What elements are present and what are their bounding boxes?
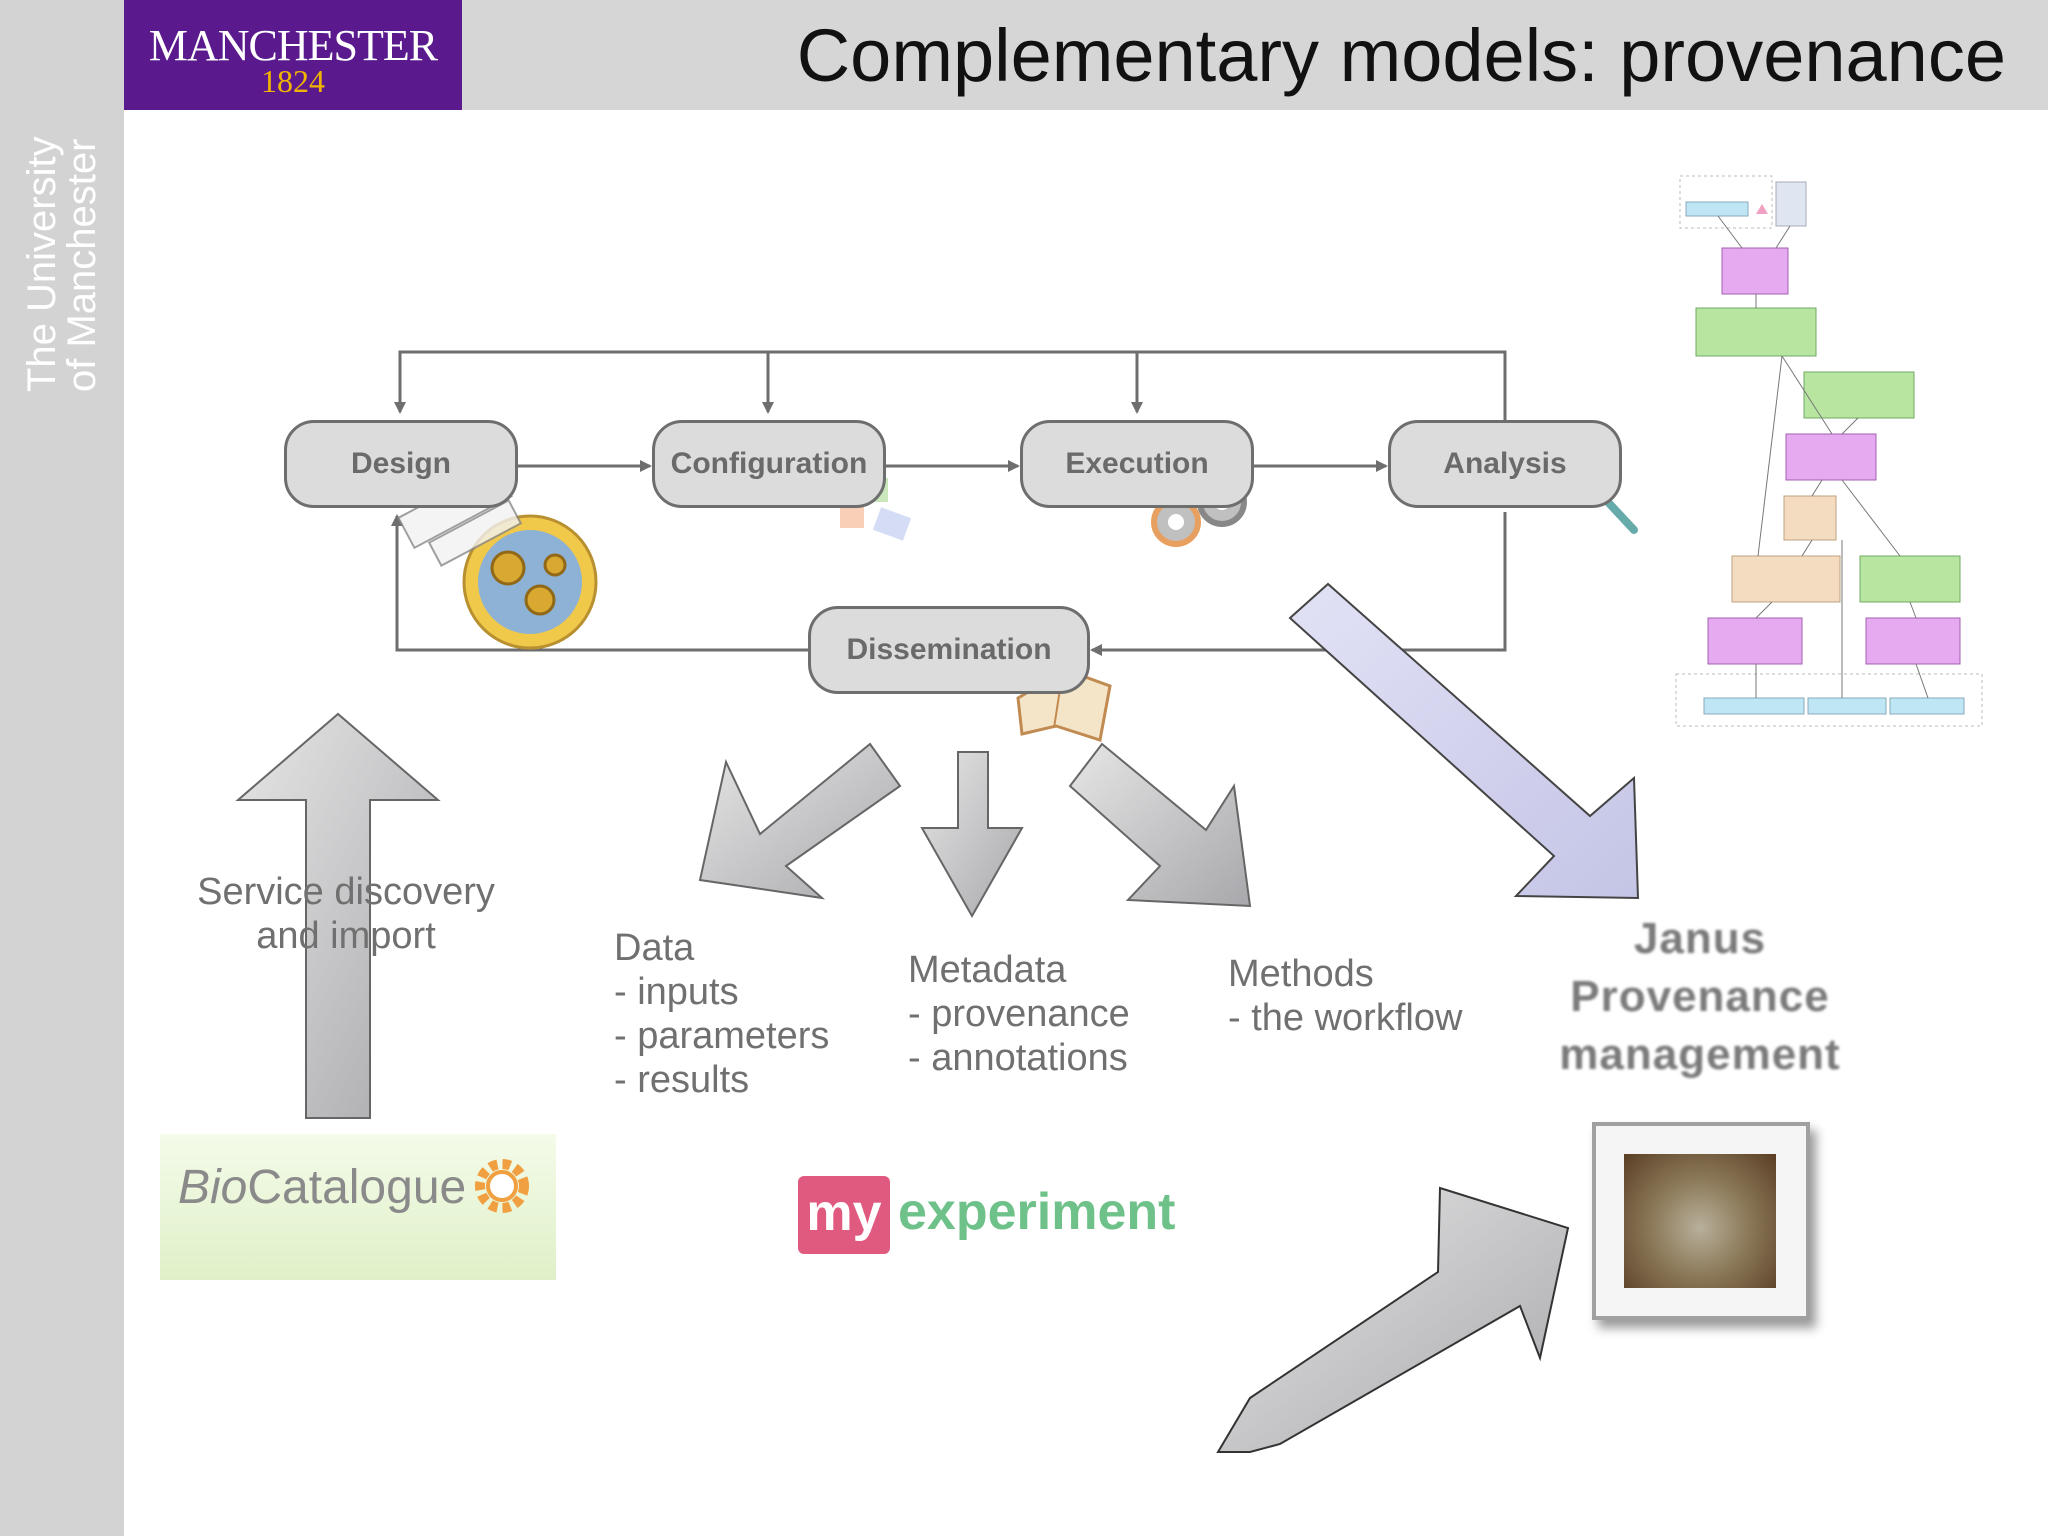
workflow-diagram-thumbnail: [1675, 175, 1983, 727]
methods-arrow: [1068, 742, 1252, 908]
janus-label: Janus Provenance management: [1520, 910, 1880, 1084]
janus-input-arrow: [1216, 1186, 1570, 1453]
metadata-line-1: Metadata: [908, 949, 1067, 991]
stage-execution: Execution: [1020, 420, 1254, 508]
stage-dissemination: Dissemination: [808, 606, 1090, 694]
metadata-line-2: - provenance: [908, 993, 1130, 1035]
janus-statue-image: [1624, 1154, 1776, 1288]
myexperiment-my: my: [798, 1176, 890, 1254]
biocatalogue-bio: Bio: [178, 1161, 248, 1214]
metadata-arrow: [920, 751, 1024, 919]
logo-name: MANCHESTER: [148, 21, 438, 70]
slide-title: Complementary models: provenance: [796, 14, 2006, 97]
janus-line-3: management: [1559, 1030, 1841, 1079]
stage-design: Design: [284, 420, 518, 508]
metadata-line-3: - annotations: [908, 1037, 1128, 1079]
sidebar: The University of Manchester: [0, 0, 124, 1536]
discovery-up-arrow: [235, 712, 441, 1119]
data-label: Data - inputs - parameters - results: [614, 926, 829, 1102]
methods-line-1: Methods: [1228, 953, 1374, 995]
design-gear-icon: [462, 514, 598, 650]
data-line-3: - parameters: [614, 1015, 830, 1057]
dissemination-to-design: [391, 514, 810, 652]
feedback-loop-top: [394, 350, 1507, 420]
discovery-line-1: Service discovery: [197, 871, 495, 913]
data-line-4: - results: [614, 1059, 750, 1101]
myexperiment-wordmark: experiment: [898, 1183, 1176, 1241]
biocatalogue-logo: BioCatalogue: [160, 1134, 556, 1280]
discovery-label: Service discovery and import: [190, 870, 502, 958]
janus-line-1: Janus: [1633, 914, 1767, 963]
provenance-arrow: [1288, 582, 1640, 900]
biocatalogue-rest: Catalogue: [247, 1161, 467, 1214]
analysis-to-dissemination: [1090, 512, 1507, 656]
manchester-logo: MANCHESTER 1824: [124, 0, 462, 110]
methods-label: Methods - the workflow: [1228, 952, 1462, 1040]
data-arrow: [698, 742, 902, 900]
discovery-line-2: and import: [256, 915, 436, 957]
janus-picture-frame: [1592, 1122, 1810, 1320]
metadata-label: Metadata - provenance - annotations: [908, 948, 1130, 1080]
stage-configuration: Configuration: [652, 420, 886, 508]
data-line-1: Data: [614, 927, 695, 969]
methods-line-2: - the workflow: [1228, 997, 1463, 1039]
logo-year: 1824: [261, 63, 325, 99]
data-line-2: - inputs: [614, 971, 739, 1013]
biocatalogue-wordmark: BioCatalogue: [178, 1160, 466, 1215]
biocatalogue-gear-icon: [475, 1159, 529, 1213]
janus-line-2: Provenance: [1570, 972, 1830, 1021]
stage-analysis: Analysis: [1388, 420, 1622, 508]
